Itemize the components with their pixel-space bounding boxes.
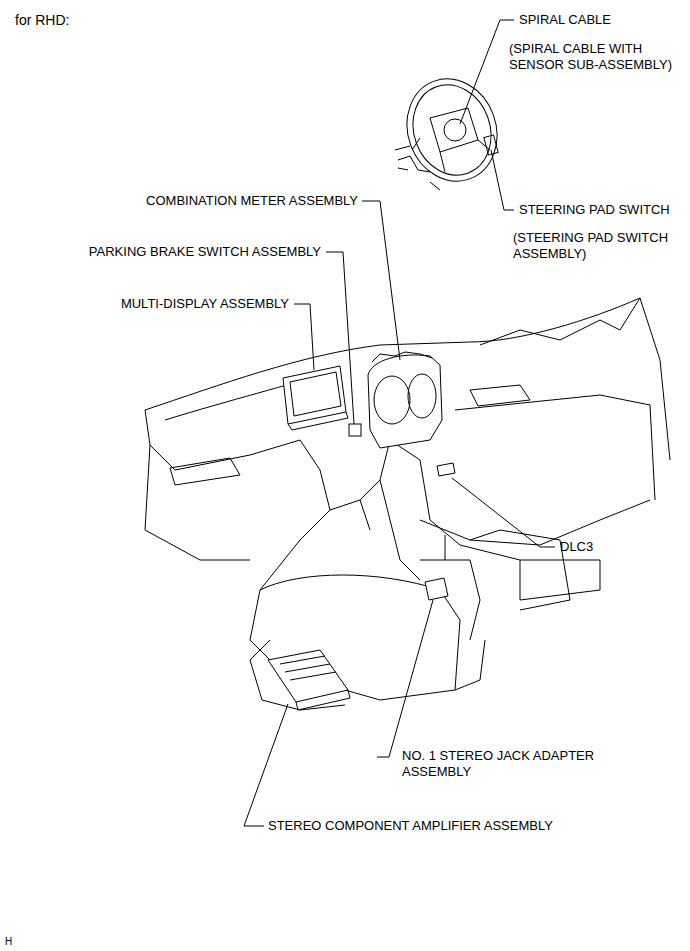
heading: for RHD:: [15, 12, 69, 29]
leader-lines: [244, 20, 555, 826]
amplifier: [268, 650, 350, 710]
part-label: (SPIRAL CABLE WITH SENSOR SUB-ASSEMBLY): [509, 41, 683, 73]
dlc3-connector: [437, 463, 455, 476]
multi-display: [283, 366, 348, 430]
part-label: STEREO COMPONENT AMPLIFIER ASSEMBLY: [268, 818, 553, 834]
part-label: DLC3: [560, 539, 593, 555]
combination-meter: [368, 352, 442, 448]
seat-and-console: [250, 510, 570, 710]
part-label: SPIRAL CABLE: [519, 12, 611, 28]
figure-code: H: [5, 934, 12, 950]
stereo-jack-adapter: [425, 578, 448, 600]
part-label: NO. 1 STEREO JACK ADAPTER ASSEMBLY: [402, 748, 612, 780]
part-label: STEERING PAD SWITCH: [519, 202, 670, 218]
part-label: (STEERING PAD SWITCH ASSEMBLY): [513, 230, 685, 262]
part-label: MULTI-DISPLAY ASSEMBLY: [121, 296, 289, 312]
part-label: COMBINATION METER ASSEMBLY: [146, 193, 358, 209]
steering-wheel: [393, 66, 511, 194]
part-label: PARKING BRAKE SWITCH ASSEMBLY: [89, 244, 321, 260]
dashboard: [145, 298, 670, 600]
parking-brake-switch: [349, 424, 361, 436]
